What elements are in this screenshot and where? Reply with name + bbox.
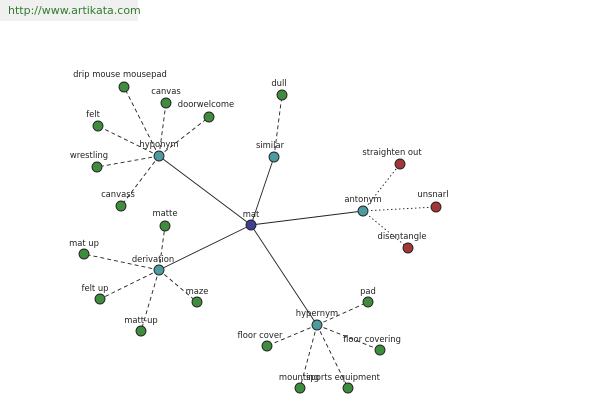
label-floor-cover: floor cover bbox=[238, 330, 283, 340]
label-hypernym: hypernym bbox=[296, 308, 338, 318]
label-similar: similar bbox=[256, 140, 285, 150]
edge-mat-antonym bbox=[250, 210, 364, 226]
label-matt-up: matt-up bbox=[124, 315, 158, 325]
label-sports-equipment: sports equipment bbox=[306, 372, 381, 382]
label-mat: mat bbox=[243, 209, 260, 219]
watermark-text: http://www.artikata.com bbox=[8, 4, 141, 17]
node-unsnarl[interactable] bbox=[430, 201, 442, 213]
node-pad[interactable] bbox=[362, 296, 374, 308]
edge-hyponym-felt bbox=[97, 125, 160, 157]
label-disentangle: disentangle bbox=[378, 231, 427, 241]
label-drip-mouse-mousepad: drip mouse mousepad bbox=[73, 69, 167, 79]
node-straighten-out[interactable] bbox=[394, 158, 406, 170]
node-matte[interactable] bbox=[159, 220, 171, 232]
label-straighten-out: straighten out bbox=[362, 147, 422, 157]
edge-hypernym-pad bbox=[316, 301, 369, 326]
label-wrestling: wrestling bbox=[70, 150, 108, 160]
edge-derivation-felt-up bbox=[99, 269, 160, 300]
label-mounting: mounting bbox=[279, 372, 319, 382]
edge-hyponym-doorwelcome bbox=[158, 116, 210, 157]
edge-derivation-mat-up bbox=[83, 253, 160, 271]
nodes bbox=[78, 81, 442, 394]
edge-mat-hypernym bbox=[250, 224, 318, 326]
node-antonym[interactable] bbox=[357, 205, 369, 217]
label-matte: matte bbox=[152, 208, 177, 218]
label-felt-up: felt up bbox=[82, 283, 109, 293]
node-hyponym[interactable] bbox=[153, 150, 165, 162]
label-felt: felt bbox=[86, 109, 100, 119]
node-felt-up[interactable] bbox=[94, 293, 106, 305]
edge-mat-derivation bbox=[158, 224, 252, 271]
node-felt[interactable] bbox=[92, 120, 104, 132]
node-mounting[interactable] bbox=[294, 382, 306, 394]
edge-hyponym-canvass bbox=[120, 155, 160, 207]
edge-hypernym-mounting bbox=[299, 324, 318, 389]
edge-antonym-unsnarl bbox=[362, 206, 437, 212]
edge-hyponym-drip-mouse-mousepad bbox=[123, 86, 160, 157]
node-matt-up[interactable] bbox=[135, 325, 147, 337]
node-canvass[interactable] bbox=[115, 200, 127, 212]
label-dull: dull bbox=[271, 78, 286, 88]
edge-mat-similar bbox=[250, 156, 275, 226]
label-canvas-1: canvas bbox=[151, 86, 181, 96]
node-disentangle[interactable] bbox=[402, 242, 414, 254]
node-sports-equipment[interactable] bbox=[342, 382, 354, 394]
edge-hypernym-floor-cover bbox=[266, 324, 318, 347]
node-mat[interactable] bbox=[245, 219, 257, 231]
edge-derivation-matte bbox=[158, 225, 166, 271]
node-derivation[interactable] bbox=[153, 264, 165, 276]
label-maze: maze bbox=[186, 286, 209, 296]
label-doorwelcome: doorwelcome bbox=[178, 99, 234, 109]
label-canvass: canvass bbox=[101, 189, 135, 199]
label-antonym: antonym bbox=[344, 194, 381, 204]
node-similar[interactable] bbox=[268, 151, 280, 163]
node-maze[interactable] bbox=[191, 296, 203, 308]
labels: mat hyponym drip mouse mousepad canvas doorw… bbox=[69, 69, 449, 382]
node-wrestling[interactable] bbox=[91, 161, 103, 173]
label-pad: pad bbox=[360, 286, 376, 296]
edge-similar-dull bbox=[273, 94, 283, 158]
edge-derivation-maze bbox=[158, 269, 198, 303]
node-floor-covering[interactable] bbox=[374, 344, 386, 356]
node-floor-cover[interactable] bbox=[261, 340, 273, 352]
edges bbox=[83, 86, 437, 389]
node-drip-mouse-mousepad[interactable] bbox=[118, 81, 130, 93]
node-hypernym[interactable] bbox=[311, 319, 323, 331]
edge-derivation-matt-up bbox=[140, 269, 160, 332]
label-mat-up: mat up bbox=[69, 238, 99, 248]
edge-hyponym-canvas-1 bbox=[158, 102, 167, 157]
label-derivation: derivation bbox=[132, 254, 174, 264]
node-doorwelcome[interactable] bbox=[203, 111, 215, 123]
edge-hypernym-sports-equipment bbox=[316, 324, 349, 389]
node-canvas-1[interactable] bbox=[160, 97, 172, 109]
label-hyponym: hyponym bbox=[139, 139, 178, 149]
watermark: http://www.artikata.com bbox=[0, 0, 141, 21]
label-unsnarl: unsnarl bbox=[417, 189, 448, 199]
edge-antonym-disentangle bbox=[362, 210, 409, 249]
node-mat-up[interactable] bbox=[78, 248, 90, 260]
edge-hypernym-floor-covering bbox=[316, 324, 381, 351]
label-floor-covering: floor covering bbox=[343, 334, 401, 344]
node-dull[interactable] bbox=[276, 89, 288, 101]
edge-hyponym-wrestling bbox=[96, 155, 160, 168]
edge-mat-hyponym bbox=[158, 155, 252, 226]
